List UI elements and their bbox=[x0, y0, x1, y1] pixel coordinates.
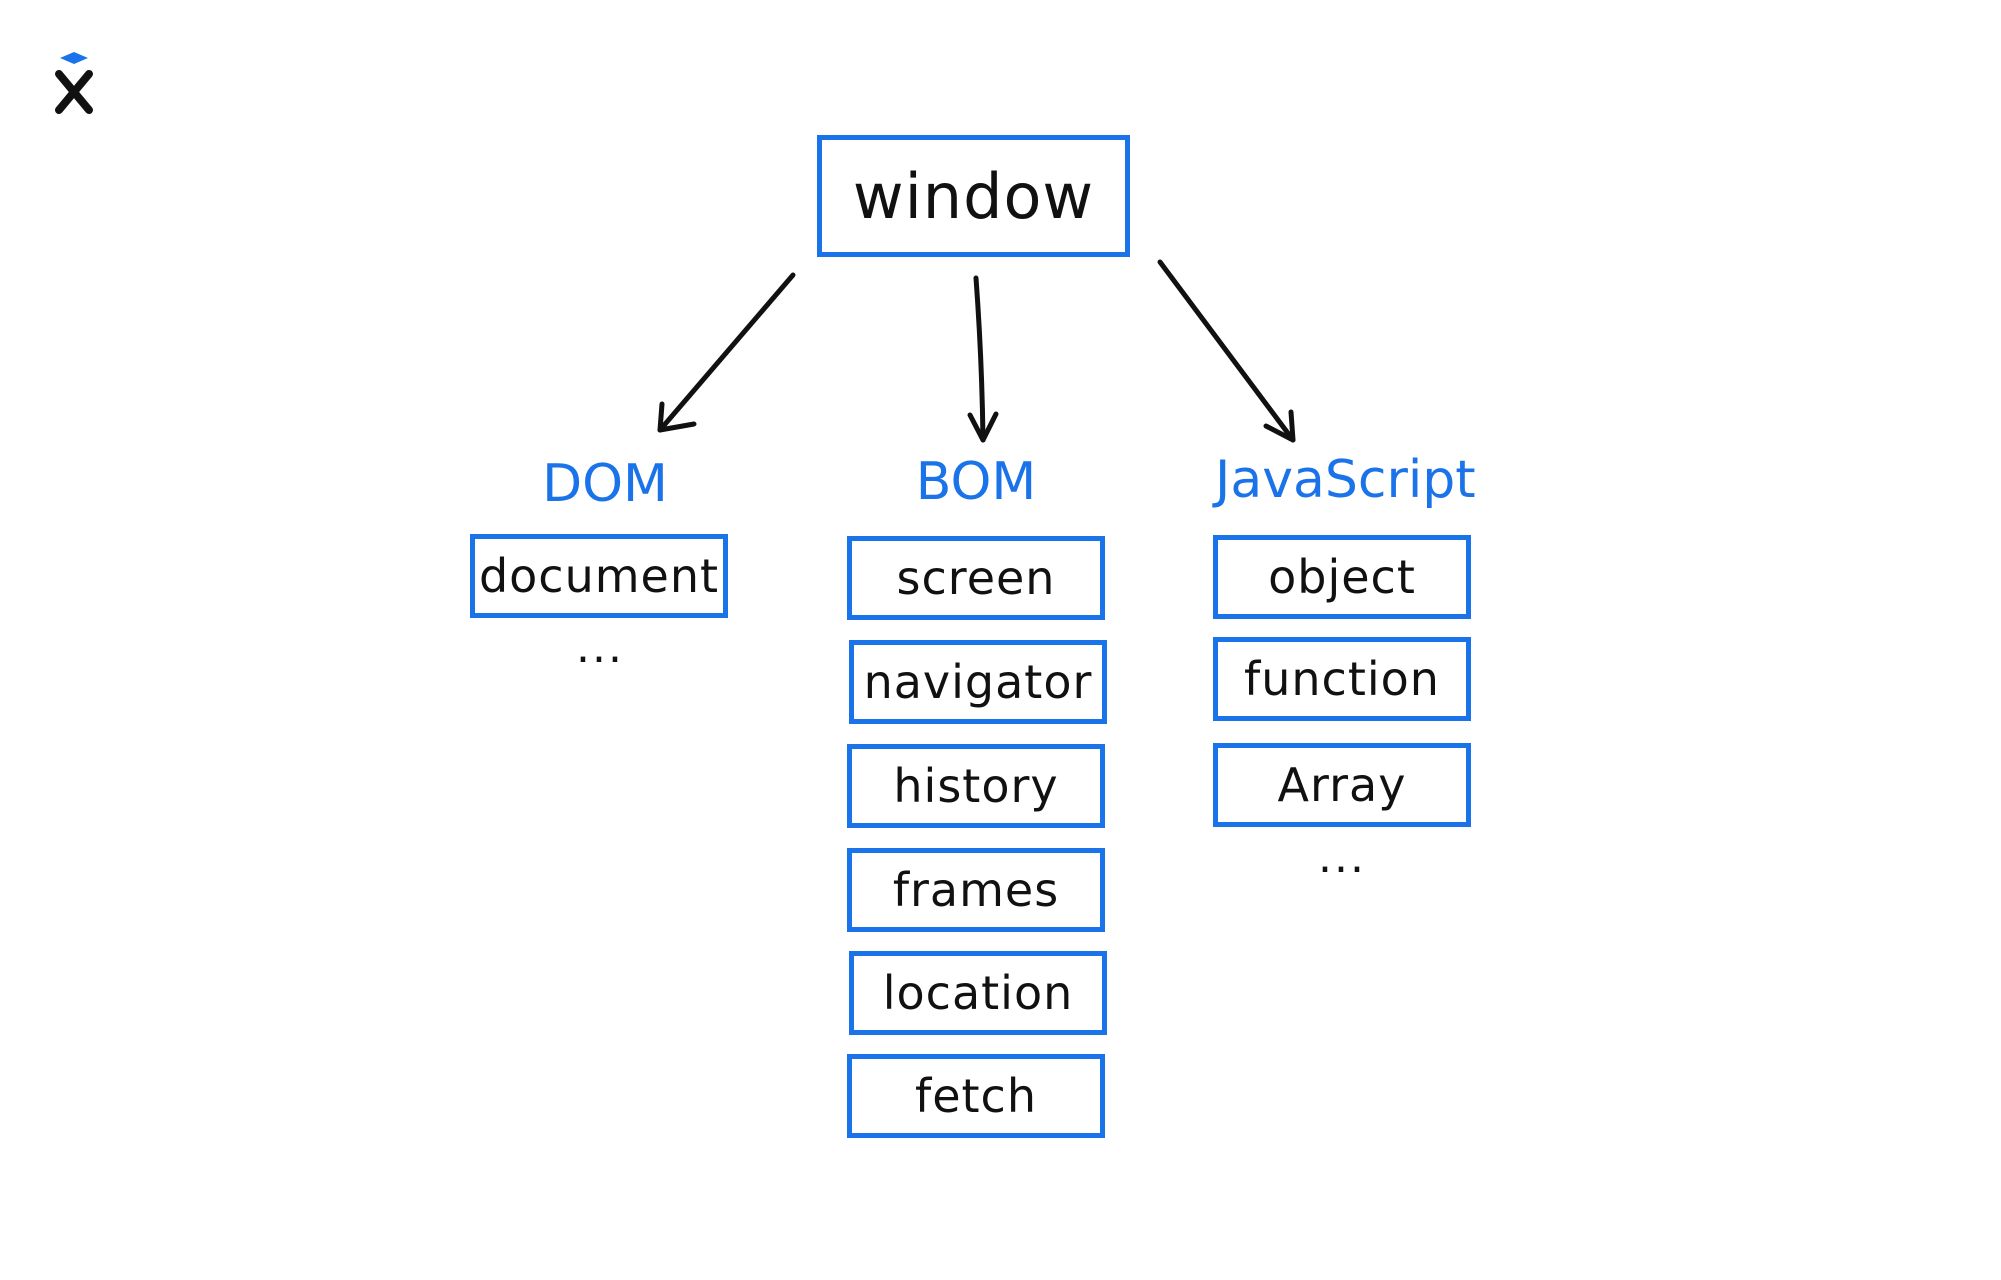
js-item-object: object bbox=[1213, 535, 1471, 619]
bom-item-frames: frames bbox=[847, 848, 1105, 932]
bom-item-fetch: fetch bbox=[847, 1054, 1105, 1138]
js-item-function: function bbox=[1213, 637, 1471, 721]
bom-item-screen: screen bbox=[847, 536, 1105, 620]
bom-item-navigator: navigator bbox=[849, 640, 1107, 724]
group-title-dom: DOM bbox=[542, 454, 668, 514]
dom-item-document: document bbox=[470, 534, 728, 618]
dom-more-ellipsis: ... bbox=[576, 622, 624, 673]
window-node: window bbox=[817, 135, 1130, 257]
group-title-javascript: JavaScript bbox=[1215, 450, 1476, 510]
arrow-to-bom bbox=[967, 275, 999, 443]
js-more-ellipsis: ... bbox=[1318, 832, 1366, 883]
x-logo-icon bbox=[55, 52, 93, 114]
bom-item-location: location bbox=[849, 951, 1107, 1035]
arrow-to-javascript bbox=[1157, 259, 1296, 443]
bom-item-history: history bbox=[847, 744, 1105, 828]
arrow-to-dom bbox=[657, 272, 796, 433]
group-title-bom: BOM bbox=[915, 452, 1037, 512]
js-item-array: Array bbox=[1213, 743, 1471, 827]
